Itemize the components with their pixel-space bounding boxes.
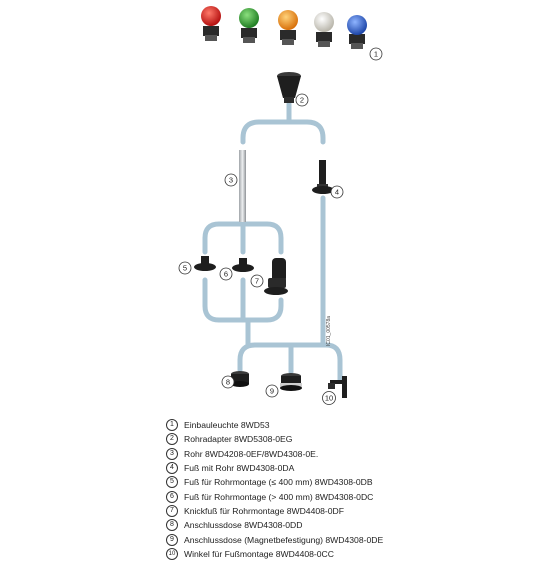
lamp-green xyxy=(239,8,259,43)
legend-number: 4 xyxy=(166,462,178,475)
parts-legend: 1 Einbauleuchte 8WD53 2 Rohradapter 8WD5… xyxy=(166,418,546,561)
callout-3: 3 xyxy=(224,173,238,187)
callout-5: 5 xyxy=(178,261,192,275)
svg-text:1: 1 xyxy=(374,50,378,59)
callout-9: 9 xyxy=(265,384,279,398)
legend-item: 1 Einbauleuchte 8WD53 xyxy=(166,418,546,432)
legend-item: 5 Fuß für Rohrmontage (≤ 400 mm) 8WD4308… xyxy=(166,475,546,489)
svg-text:4: 4 xyxy=(335,188,339,197)
legend-number: 6 xyxy=(166,490,178,503)
legend-text: Knickfuß für Rohrmontage 8WD4408-0DF xyxy=(184,505,345,516)
legend-item: 6 Fuß für Rohrmontage (> 400 mm) 8WD4308… xyxy=(166,489,546,503)
callout-6: 6 xyxy=(219,267,233,281)
legend-number: 2 xyxy=(166,433,178,446)
svg-text:6: 6 xyxy=(224,270,228,279)
legend-text: Rohr 8WD4208-0EF/8WD4308-0E. xyxy=(184,448,319,459)
svg-text:3: 3 xyxy=(229,176,233,185)
legend-number: 3 xyxy=(166,447,178,460)
svg-text:5: 5 xyxy=(183,264,187,273)
legend-text: Fuß mit Rohr 8WD4308-0DA xyxy=(184,463,295,474)
callout-10: 10 xyxy=(322,391,336,405)
legend-item: 2 Rohradapter 8WD5308-0EG xyxy=(166,432,546,446)
callout-1: 1 xyxy=(369,47,383,61)
callout-7: 7 xyxy=(250,274,264,288)
svg-text:9: 9 xyxy=(270,387,274,396)
callout-8: 8 xyxy=(221,375,235,389)
legend-text: Anschlussdose 8WD4308-0DD xyxy=(184,520,303,531)
legend-text: Anschlussdose (Magnetbefestigung) 8WD430… xyxy=(184,534,384,545)
legend-item: 10 Winkel für Fußmontage 8WD4408-0CC xyxy=(166,547,546,561)
lamp-red xyxy=(201,6,221,41)
svg-text:2: 2 xyxy=(300,96,304,105)
legend-number: 8 xyxy=(166,519,178,532)
connection-box-magnetic xyxy=(280,373,302,391)
foot-tube-mount-short xyxy=(194,256,216,271)
lamp-orange xyxy=(278,10,298,45)
foot-tube-mount-long xyxy=(232,258,254,272)
legend-item: 9 Anschlussdose (Magnetbefestigung) 8WD4… xyxy=(166,532,546,546)
angle-bracket xyxy=(328,376,347,398)
legend-item: 3 Rohr 8WD4208-0EF/8WD4308-0E. xyxy=(166,447,546,461)
legend-item: 8 Anschlussdose 8WD4308-0DD xyxy=(166,518,546,532)
pipe-base-left xyxy=(202,277,246,323)
legend-text: Einbauleuchte 8WD53 xyxy=(184,420,270,431)
legend-number: 10 xyxy=(166,547,178,560)
pipe-bottom-split xyxy=(237,342,258,373)
svg-text:10: 10 xyxy=(325,394,333,403)
legend-text: Fuß für Rohrmontage (> 400 mm) 8WD4308-0… xyxy=(184,491,374,502)
callout-2: 2 xyxy=(295,93,309,107)
legend-text: Winkel für Fußmontage 8WD4408-0CC xyxy=(184,548,334,559)
legend-item: 4 Fuß mit Rohr 8WD4308-0DA xyxy=(166,461,546,475)
pipe-bottom-bar xyxy=(252,342,343,383)
legend-number: 9 xyxy=(166,533,178,546)
lamp-blue xyxy=(347,15,367,49)
lamp-clear xyxy=(314,12,334,47)
legend-text: Rohradapter 8WD5308-0EG xyxy=(184,434,293,445)
connection-pipes xyxy=(202,101,343,383)
legend-number: 5 xyxy=(166,476,178,489)
pipe-base-right xyxy=(240,297,284,323)
legend-item: 7 Knickfuß für Rohrmontage 8WD4408-0DF xyxy=(166,504,546,518)
legend-text: Fuß für Rohrmontage (≤ 400 mm) 8WD4308-0… xyxy=(184,477,373,488)
tube xyxy=(239,150,246,222)
callout-4: 4 xyxy=(330,185,344,199)
foot-with-tube xyxy=(312,160,334,194)
legend-number: 7 xyxy=(166,504,178,517)
tube-adapter xyxy=(277,72,301,103)
svg-text:7: 7 xyxy=(255,277,259,286)
svg-text:8: 8 xyxy=(226,378,230,387)
pipe-top-split xyxy=(240,119,326,145)
drawing-code: IC01_00578a xyxy=(326,316,332,346)
angled-foot xyxy=(264,258,288,295)
legend-number: 1 xyxy=(166,419,178,432)
connection-box xyxy=(231,371,249,387)
